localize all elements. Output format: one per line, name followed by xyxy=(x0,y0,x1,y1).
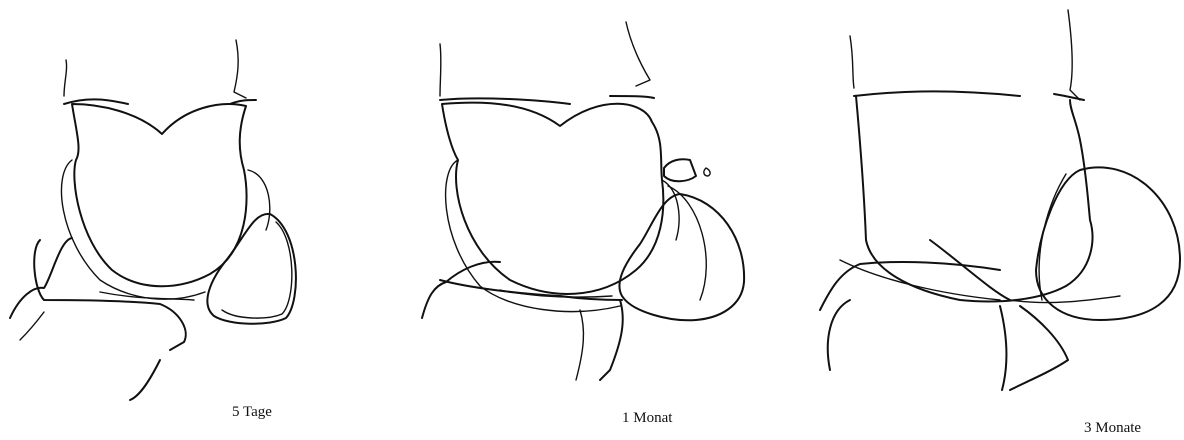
caption-5-tage: 5 Tage xyxy=(232,404,272,421)
panel-3-monate: 3 Monate xyxy=(800,0,1184,440)
joint-drawing-5-tage xyxy=(0,0,380,440)
joint-drawing-1-monat xyxy=(400,0,780,440)
caption-3-monate: 3 Monate xyxy=(1084,420,1141,437)
panel-5-tage: 5 Tage xyxy=(0,0,380,440)
caption-1-monat: 1 Monat xyxy=(622,410,672,427)
panel-1-monat: 1 Monat xyxy=(400,0,780,440)
joint-drawing-3-monate xyxy=(800,0,1184,440)
